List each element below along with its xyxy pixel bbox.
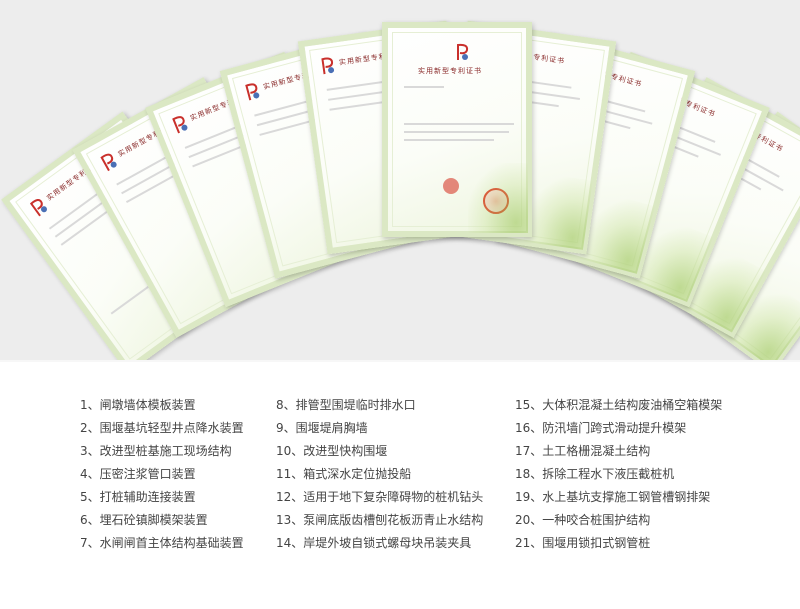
list-item: 12、适用于地下复杂障碍物的桩机钻头 xyxy=(276,490,484,504)
national-emblem-icon xyxy=(443,178,459,194)
patent-logo-icon xyxy=(457,43,469,60)
patent-certificate: 实用新型专利证书 xyxy=(1,111,249,360)
list-item: 9、围堰堤肩胸墙 xyxy=(276,421,368,435)
patent-logo-icon xyxy=(245,83,260,101)
list-item: 16、防汛墙门跨式滑动提升模架 xyxy=(515,421,687,435)
patent-certificate: 实用新型专利证书 xyxy=(382,22,532,237)
list-item: 4、压密注浆管口装置 xyxy=(80,467,196,481)
patent-logo-icon xyxy=(321,57,335,75)
list-item: 10、改进型快构围堰 xyxy=(276,444,388,458)
list-item: 15、大体积混凝土结构废油桶空箱模架 xyxy=(515,398,723,412)
patent-certificate: 实用新型专利证书 xyxy=(72,77,308,338)
patent-logo-icon xyxy=(100,153,117,172)
list-item: 19、水上基坑支撑施工钢管槽钢排架 xyxy=(515,490,711,504)
divider xyxy=(0,360,800,362)
patent-certificate: 实用新型专利证书 xyxy=(145,51,365,308)
patent-logo-icon xyxy=(172,116,188,134)
list-item: 13、泵闸底版齿槽刨花板沥青止水结构 xyxy=(276,513,484,527)
list-item: 6、埋石砼镇脚模架装置 xyxy=(80,513,208,527)
certificate-fan-area: 实用新型专利证书 实用新型专利证书 实用新型专利证书 实用新型专利证书 xyxy=(0,0,800,360)
list-item: 21、围堰用锁扣式钢管桩 xyxy=(515,536,651,550)
list-item: 5、打桩辅助连接装置 xyxy=(80,490,196,504)
list-item: 14、岸堤外坡自锁式螺母块吊装夹具 xyxy=(276,536,472,550)
list-item: 3、改进型桩基施工现场结构 xyxy=(80,444,232,458)
patent-certificate: 实用新型专利证书 xyxy=(219,32,421,279)
list-item: 17、土工格栅混凝土结构 xyxy=(515,444,651,458)
list-item: 7、水闸闸首主体结构基础装置 xyxy=(80,536,244,550)
list-item: 8、排管型围堤临时排水口 xyxy=(276,398,416,412)
list-item: 20、一种咬合桩围护结构 xyxy=(515,513,651,527)
list-item: 11、箱式深水定位抛投船 xyxy=(276,467,412,481)
patent-logo-icon xyxy=(29,199,47,217)
patent-list: 1、闸墩墙体模板装置 2、围堰基坑轻型井点降水装置 3、改进型桩基施工现场结构 … xyxy=(0,396,800,596)
patent-certificate: 实用新型专利证书 xyxy=(297,20,477,255)
list-item: 18、拆除工程水下液压截桩机 xyxy=(515,467,675,481)
list-item: 1、闸墩墙体模板装置 xyxy=(80,398,196,412)
certificate-title: 实用新型专利证书 xyxy=(418,67,482,75)
list-item: 2、围堰基坑轻型井点降水装置 xyxy=(80,421,244,435)
